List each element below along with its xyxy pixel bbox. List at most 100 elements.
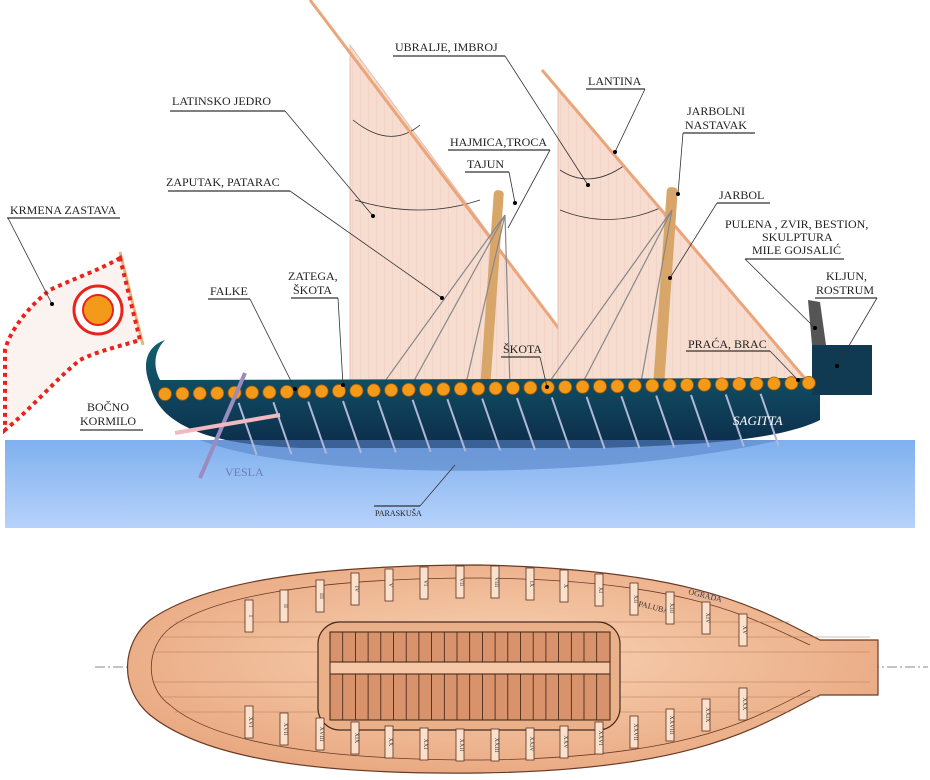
bench: XXVI [594,721,604,755]
oar [690,394,710,448]
bench-number: XXI [422,739,428,750]
svg-text:JARBOL: JARBOL [719,188,764,202]
svg-text:ŠKOTA: ŠKOTA [293,283,332,297]
bench-number: XXII [458,739,464,752]
svg-text:KORMILO: KORMILO [80,414,136,428]
bench-number: IV [353,586,359,593]
label-jarbol: JARBOL [668,188,770,280]
stern-flag [3,251,145,435]
main-mast [653,187,678,387]
bench: XXVIII [665,708,675,742]
label-latinsko-jedro: LATINSKO JEDRO [170,94,375,218]
shield [749,376,764,391]
bench-number: XII [632,595,638,603]
shield [436,382,451,397]
oar [272,401,293,455]
label-krmena-zastava: KRMENA ZASTAVA [7,203,120,306]
bench: VII [455,565,465,599]
label-vesla: VESLA [225,465,264,479]
bench: XXII [455,728,465,762]
bench-number: XXIV [528,737,534,753]
label-tajun: TAJUN [465,157,517,205]
shield [801,375,816,390]
svg-text:PULENA , ZVIR, BESTION,: PULENA , ZVIR, BESTION, [725,217,868,231]
bench-number: XXVI [597,731,603,746]
shield [401,382,416,397]
shield [245,385,259,400]
shield [453,381,468,396]
bench-number: XVII [282,723,288,736]
svg-text:BOČNO: BOČNO [87,400,129,414]
bench-number: XIV [704,613,710,624]
shield [627,378,642,393]
bench: V [384,568,394,602]
shield [192,386,207,401]
shield [158,387,172,401]
svg-text:SKULPTURA: SKULPTURA [762,230,833,244]
bench-number: XXV [562,736,568,750]
bench-number: XXVIII [668,716,674,735]
bench: XI [594,573,604,607]
svg-text:HAJMICA,TROCA: HAJMICA,TROCA [450,135,547,149]
bench-number: VIII [493,577,499,587]
shield [349,383,364,398]
bench-number: XVIII [318,727,324,742]
shield [575,379,590,394]
shield [279,384,294,399]
oar [307,401,328,454]
oar [655,395,676,448]
bench: XVIII [315,717,325,751]
svg-text:LANTINA: LANTINA [588,74,642,88]
oar [759,393,780,447]
oar [724,394,745,447]
label-lantina: LANTINA [586,74,646,154]
bench: XXX [738,687,748,721]
shield [314,384,329,399]
shield [262,385,277,400]
label-jarbolni-nastavak: JARBOLNI NASTAVAK [676,104,755,196]
label-falke: FALKE [208,284,297,391]
ship-name: SAGITTA [733,413,783,428]
rudder-tiller [174,413,281,435]
oar [411,399,432,453]
bench: XX [384,725,394,759]
shield [680,378,694,392]
label-hajmica: HAJMICA,TROCA [448,135,551,229]
fore-mast [480,190,504,390]
svg-text:PRAĆA, BRAC: PRAĆA, BRAC [688,337,767,351]
bench: XVII [279,712,289,746]
label-pulena: PULENA , ZVIR, BESTION, SKULPTURA MILE G… [725,217,868,330]
svg-text:KLJUN,: KLJUN, [826,269,867,283]
shield [714,377,729,392]
bench-number: XIII [668,603,674,613]
shield [210,386,225,401]
label-paraskusa: PARASKUŠA [374,464,456,518]
bench-number: XXIX [704,708,710,724]
bench: XXVII [629,715,639,749]
bench: XIII [665,591,675,625]
bench-number: XVI [247,717,253,728]
bench-number: IX [528,581,534,588]
oar [446,398,467,452]
svg-text:ZATEGA,: ZATEGA, [288,269,338,283]
svg-text:PARASKUŠA: PARASKUŠA [375,509,422,518]
svg-text:LATINSKO JEDRO: LATINSKO JEDRO [172,94,271,108]
bench-number: VII [458,578,464,586]
oar [237,402,258,456]
label-kljun: KLJUN, ROSTRUM [815,269,878,368]
shield [610,379,625,394]
bench: XXI [419,727,429,761]
bench: IV [350,572,360,606]
svg-text:KRMENA ZASTAVA: KRMENA ZASTAVA [10,203,117,217]
svg-text:NASTAVAK: NASTAVAK [685,118,747,132]
svg-text:ZAPUTAK, PATARAC: ZAPUTAK, PATARAC [166,175,280,189]
shield [593,379,607,394]
bench-number: VI [422,580,428,586]
svg-text:ŠKOTA: ŠKOTA [503,342,542,356]
rigging [379,209,673,389]
svg-text:ROSTRUM: ROSTRUM [816,283,874,297]
bench: XVI [244,705,254,739]
